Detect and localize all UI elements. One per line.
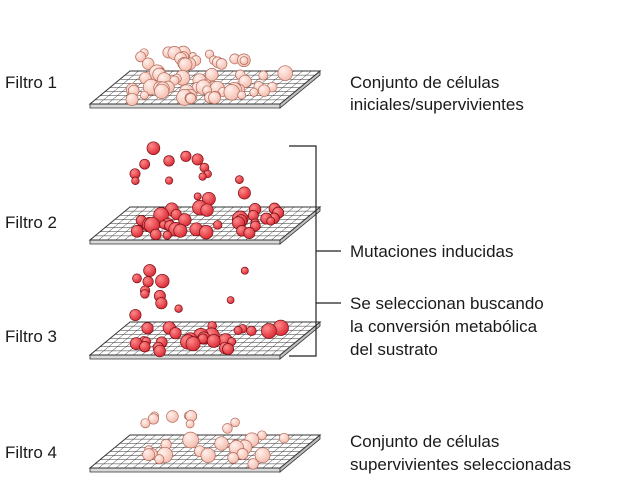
surviving-cell (254, 447, 271, 464)
mutated-cell (153, 344, 166, 358)
plate-edge (89, 354, 281, 360)
mutated-cell (129, 308, 142, 322)
mutated-cell (266, 216, 276, 226)
mutated-cell (213, 220, 223, 230)
surviving-cell (140, 90, 149, 100)
surviving-cell (200, 447, 216, 463)
surviving-cell (257, 84, 271, 97)
mutated-cell (174, 304, 183, 313)
surviving-cell (140, 418, 151, 429)
surviving-cell (247, 458, 259, 470)
mutated-cell (130, 225, 144, 238)
surviving-cell (182, 431, 199, 449)
mutated-cell (185, 336, 201, 352)
surviving-cell (154, 83, 170, 99)
mutated-cell (222, 343, 235, 356)
mutated-cell (146, 141, 161, 155)
mutated-cell (132, 273, 142, 284)
surviving-cell (249, 87, 259, 97)
mutated-cell (240, 266, 249, 275)
initial-population-line-2: iniciales/supervivientes (350, 95, 524, 114)
selection-line-1: Se seleccionan buscando (350, 294, 544, 313)
mutated-cell (141, 322, 154, 335)
surviving-cell (214, 436, 229, 451)
mutated-cell (139, 158, 151, 170)
mutated-cell (139, 341, 151, 353)
surviving-cell (230, 417, 240, 428)
mutated-cell (140, 289, 150, 299)
mutated-cell (243, 227, 256, 239)
surviving-cell (238, 74, 252, 88)
mutated-cell (142, 276, 154, 288)
selection-line-2: la conversión metabólica (350, 317, 538, 336)
surviving-cell (277, 65, 293, 81)
mutated-cell (163, 155, 175, 167)
surviving-cell (166, 410, 179, 423)
surviving-cell (227, 452, 239, 464)
surviving-cell (208, 91, 221, 105)
surviving-cell (205, 68, 219, 82)
initial-population-line-1: Conjunto de células (350, 73, 499, 92)
filter-4 (88, 410, 322, 473)
mutated-cell (165, 176, 174, 185)
mutated-cell (261, 323, 277, 339)
mutated-cell (246, 325, 257, 337)
surviving-cell (125, 92, 139, 106)
surviving-cell (185, 93, 197, 104)
selection-line-3: del sustrato (350, 340, 438, 359)
surviving-cell (258, 70, 269, 81)
filter-3-label: Filtro 3 (5, 327, 57, 346)
surviving-cell (278, 432, 290, 444)
mutated-cell (155, 273, 170, 289)
mutated-cell (169, 327, 182, 340)
surviving-cell (178, 57, 193, 72)
mutated-cell (226, 296, 235, 304)
mutated-cell (233, 326, 243, 335)
surviving-cell (239, 56, 249, 65)
surviving-cell (142, 57, 155, 70)
mutated-cell (180, 150, 192, 162)
surviving-cell (135, 51, 147, 63)
final-population-line-1: Conjunto de células (350, 432, 499, 451)
mutated-cell (131, 176, 140, 185)
surviving-cell (185, 419, 195, 429)
mutated-cell (199, 225, 214, 240)
mutations-label: Mutaciones inducidas (350, 242, 513, 261)
surviving-cell (237, 90, 247, 100)
mutated-cell (155, 297, 168, 310)
filter-4-label: Filtro 4 (5, 443, 57, 462)
mutated-cell (198, 172, 207, 181)
filter-1 (88, 45, 322, 109)
mutated-cell (200, 203, 214, 217)
filter-1-label: Filtro 1 (5, 73, 57, 92)
surviving-cell (215, 58, 228, 70)
final-population-line-2: supervivientes seleccionadas (350, 455, 571, 474)
filter-2-label: Filtro 2 (5, 213, 57, 232)
mutated-cell (237, 186, 251, 200)
mutated-cell (143, 264, 157, 278)
mutated-cell (173, 223, 188, 238)
plate-edge (89, 239, 281, 245)
mutated-cell (193, 192, 202, 201)
mutated-cell (191, 153, 204, 166)
mutated-cell (150, 228, 162, 241)
mutated-cell (162, 230, 172, 240)
surviving-cell (223, 84, 240, 101)
mutated-cell (206, 334, 221, 348)
filter-2 (88, 141, 322, 245)
surviving-cell (154, 454, 165, 465)
mutated-cell (235, 175, 244, 184)
filter-3 (88, 264, 322, 360)
surviving-cell (147, 413, 159, 425)
surviving-cell (142, 448, 155, 461)
surviving-cell (222, 423, 233, 434)
